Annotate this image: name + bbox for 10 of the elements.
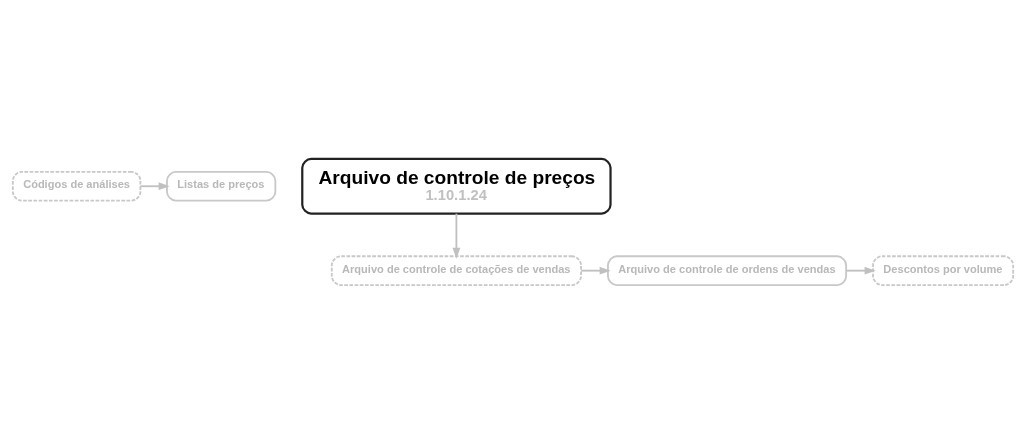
arrow xyxy=(452,212,461,259)
node-box: Descontos por volume xyxy=(872,254,1015,286)
node-box: Listas de preços xyxy=(166,170,277,202)
node-box: Arquivo de controle de ordens de vendas xyxy=(607,254,848,286)
node-box: Códigos de análises xyxy=(11,170,142,202)
arrow xyxy=(580,266,611,275)
node-box: Arquivo de controle de cotações de vendas xyxy=(330,254,582,286)
node-box: Arquivo de controle de preços 1.10.1.24 xyxy=(301,157,612,215)
arrow xyxy=(139,181,170,190)
arrow xyxy=(845,266,876,275)
